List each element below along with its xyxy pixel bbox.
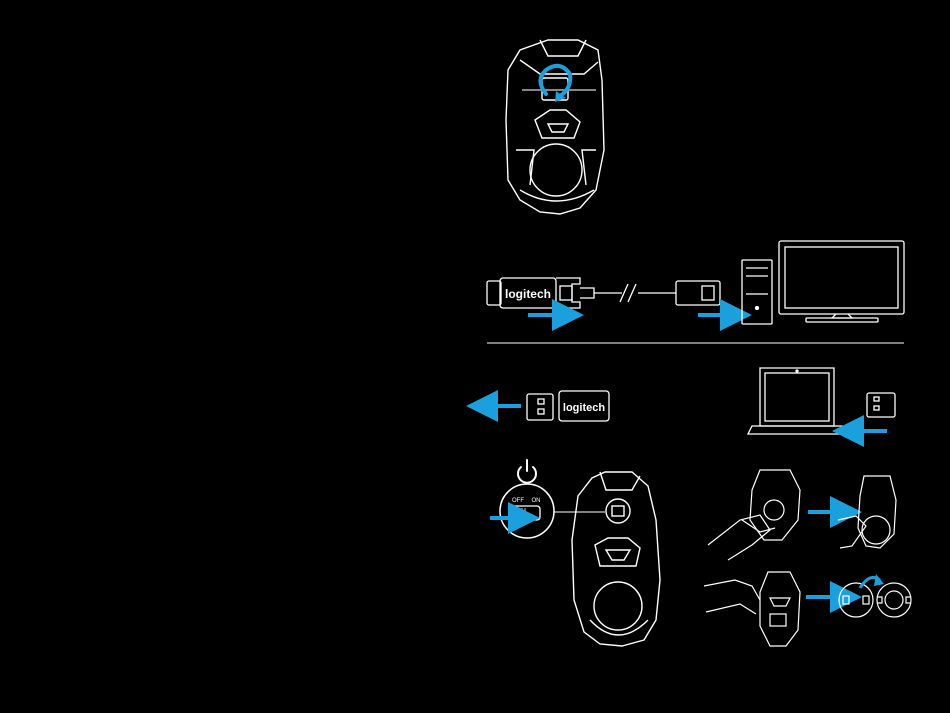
switch-on-label: ON — [532, 498, 541, 504]
logitech-logo-text: logitech — [505, 287, 551, 301]
desktop-tower — [742, 260, 772, 324]
receiver-storage-case: logitech — [559, 391, 609, 421]
logitech-logo-text: logitech — [563, 402, 605, 414]
laptop — [748, 368, 846, 434]
power-icon — [518, 460, 536, 483]
mouse-wheel-disc — [530, 144, 582, 196]
hand-holding-mouse-bottom — [704, 572, 800, 646]
nano-receiver-right — [867, 393, 895, 417]
switch-highlight-circle — [606, 499, 630, 523]
mouse-cover-removal — [838, 476, 896, 548]
nano-receiver — [527, 394, 553, 420]
receiver-with-logo-left: logitech — [487, 278, 556, 308]
mouse-wheel-disc-large — [594, 582, 642, 630]
rotate-arrow-icon — [541, 66, 571, 96]
switch-zoom-circle — [500, 484, 554, 538]
switch-off-label: OFF — [512, 498, 524, 504]
weight-disc-cover — [877, 583, 911, 617]
cable-adapter — [556, 278, 720, 308]
weight-disc-open — [839, 583, 873, 617]
desktop-monitor — [779, 241, 904, 322]
hand-holding-mouse-top — [708, 470, 800, 560]
mouse-underside-large — [572, 472, 660, 646]
